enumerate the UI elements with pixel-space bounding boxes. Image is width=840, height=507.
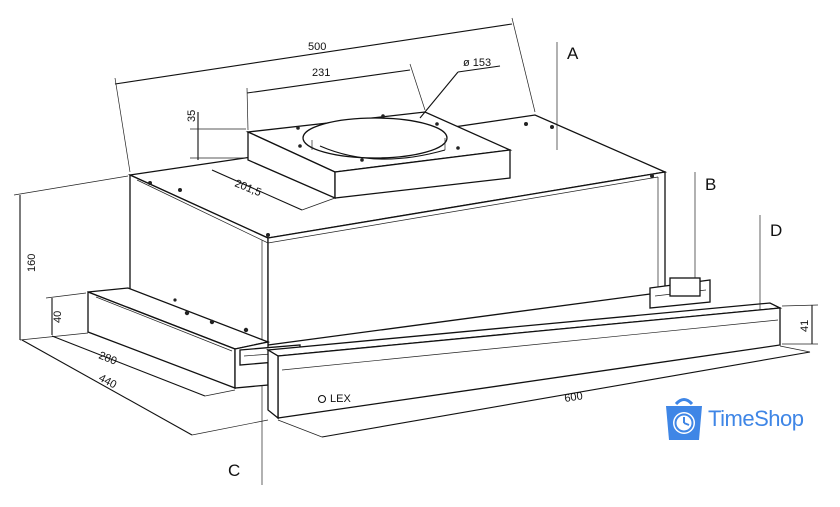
dim-line-280 <box>51 335 206 397</box>
screw <box>650 174 654 178</box>
outlet-side <box>334 149 511 199</box>
label-b: B <box>705 175 716 194</box>
extension-line <box>191 419 269 436</box>
extension-line <box>246 87 249 131</box>
screw <box>550 125 554 129</box>
label-d: D <box>770 221 782 240</box>
screw <box>173 298 177 302</box>
dim-line-231 <box>246 69 411 94</box>
dim-500: 500 <box>308 41 326 53</box>
rail-bracket <box>669 277 701 297</box>
extension-line <box>409 63 426 111</box>
dim-leader-153 <box>457 65 501 73</box>
screw <box>296 126 300 130</box>
timeshop-watermark: TimeShop <box>662 396 834 444</box>
extension-line <box>45 292 87 299</box>
extension-line <box>301 197 336 211</box>
dim-160: 160 <box>26 254 38 272</box>
dim-440: 440 <box>97 372 119 391</box>
screw <box>148 181 152 185</box>
bottom-block-edge <box>95 296 233 352</box>
outlet-opening <box>302 117 448 159</box>
dim-line-201-5 <box>211 169 303 211</box>
dim-231: 231 <box>312 67 330 79</box>
screw <box>456 146 460 150</box>
screw <box>360 158 364 162</box>
extension-line <box>277 419 323 438</box>
screw <box>266 233 270 237</box>
dim-41: 41 <box>799 320 811 332</box>
screw <box>435 122 439 126</box>
dim-600: 600 <box>564 390 584 405</box>
screw <box>184 310 190 316</box>
screw <box>209 319 215 325</box>
housing-bevel <box>136 176 659 244</box>
screw <box>178 188 182 192</box>
extension-line <box>781 304 819 307</box>
panel-edge-line <box>281 319 779 371</box>
panel-brand: LEX <box>330 393 351 405</box>
dim-line-500 <box>114 23 513 85</box>
dim-280: 280 <box>97 350 119 368</box>
label-c: C <box>228 461 240 480</box>
screw <box>381 114 385 118</box>
extension-line <box>114 77 131 173</box>
extension-line <box>511 17 536 113</box>
lex-logo-icon <box>317 394 327 404</box>
dim-153: ø 153 <box>463 57 491 69</box>
screw <box>298 144 302 148</box>
panel-left-end <box>267 348 279 420</box>
outlet-opening-inner <box>319 145 446 160</box>
screw <box>524 122 528 126</box>
extension-line <box>204 389 236 397</box>
dim-line-440 <box>21 339 193 436</box>
extension-line <box>13 175 129 196</box>
label-a: A <box>567 44 579 63</box>
dim-40: 40 <box>52 311 64 323</box>
screw <box>243 327 249 333</box>
dim-35: 35 <box>186 110 198 122</box>
dim-line-600 <box>321 351 811 438</box>
clock-bag-icon <box>666 398 702 440</box>
dim-leader-153 <box>419 71 459 119</box>
watermark-text: TimeShop <box>708 406 804 431</box>
extension-line <box>779 345 811 353</box>
